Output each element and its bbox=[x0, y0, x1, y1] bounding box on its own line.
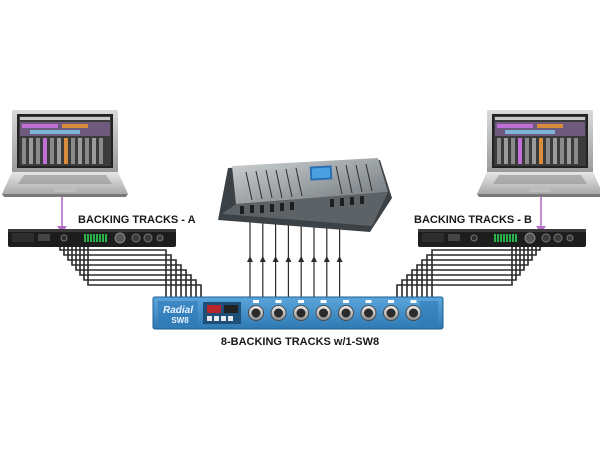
rack-switcher-icon: Radial SW8 bbox=[152, 296, 444, 330]
xlr-connector-row bbox=[248, 300, 422, 321]
cable bbox=[71, 247, 182, 297]
backing-tracks-b-label: BACKING TRACKS - B bbox=[414, 214, 532, 226]
cable bbox=[63, 247, 172, 297]
cable bbox=[67, 247, 177, 297]
backing-tracks-a-label: BACKING TRACKS - A bbox=[78, 214, 196, 226]
arrow-head bbox=[311, 256, 317, 262]
xlr-socket bbox=[319, 308, 328, 318]
xlr-socket bbox=[274, 308, 283, 318]
mixing-console-icon bbox=[218, 158, 392, 232]
cable bbox=[396, 247, 513, 297]
cable-bundle-a bbox=[59, 247, 202, 297]
cable bbox=[79, 247, 192, 297]
xlr-socket bbox=[364, 308, 373, 318]
xlr-label-tab bbox=[343, 300, 349, 303]
laptop-icon bbox=[477, 110, 600, 197]
cable bbox=[431, 247, 541, 297]
cable bbox=[87, 247, 202, 297]
xlr-socket bbox=[386, 308, 396, 318]
cable bbox=[416, 247, 529, 297]
xlr-socket bbox=[409, 308, 418, 318]
cable bbox=[75, 247, 187, 297]
main-caption: 8-BACKING TRACKS w/1-SW8 bbox=[221, 336, 379, 348]
arrow-head bbox=[247, 256, 253, 262]
cable bbox=[401, 247, 517, 297]
cable bbox=[406, 247, 521, 297]
xlr-label-tab bbox=[320, 300, 327, 303]
audio-interface-icon bbox=[418, 229, 586, 247]
audio-interface-icon bbox=[8, 229, 176, 247]
xlr-label-tab bbox=[388, 300, 394, 303]
cable-bundle-b bbox=[396, 247, 541, 297]
xlr-label-tab bbox=[275, 300, 282, 303]
xlr-label-tab bbox=[298, 300, 304, 303]
cable bbox=[59, 247, 167, 297]
cable bbox=[421, 247, 533, 297]
arrow-head bbox=[298, 256, 305, 262]
mixer-feed-arrows bbox=[247, 222, 343, 297]
arrow-head bbox=[259, 256, 266, 262]
xlr-label-tab bbox=[365, 300, 372, 303]
xlr-socket bbox=[296, 308, 306, 318]
xlr-label-tab bbox=[253, 300, 259, 303]
brand-logo: Radial bbox=[163, 305, 193, 316]
daw-screen bbox=[20, 117, 110, 164]
usb-link-a bbox=[57, 195, 67, 233]
usb-link-b bbox=[536, 195, 546, 233]
arrow-head bbox=[285, 256, 292, 262]
cable bbox=[426, 247, 537, 297]
xlr-socket bbox=[251, 308, 261, 318]
laptop-icon bbox=[2, 110, 128, 197]
xlr-socket bbox=[341, 308, 351, 318]
xlr-label-tab bbox=[410, 300, 417, 303]
model-logo: SW8 bbox=[171, 316, 189, 325]
arrow-head bbox=[336, 256, 343, 262]
arrow-head bbox=[323, 256, 330, 262]
arrow-head bbox=[272, 256, 279, 262]
daw-screen bbox=[495, 117, 585, 164]
cable bbox=[83, 247, 197, 297]
cable bbox=[411, 247, 525, 297]
